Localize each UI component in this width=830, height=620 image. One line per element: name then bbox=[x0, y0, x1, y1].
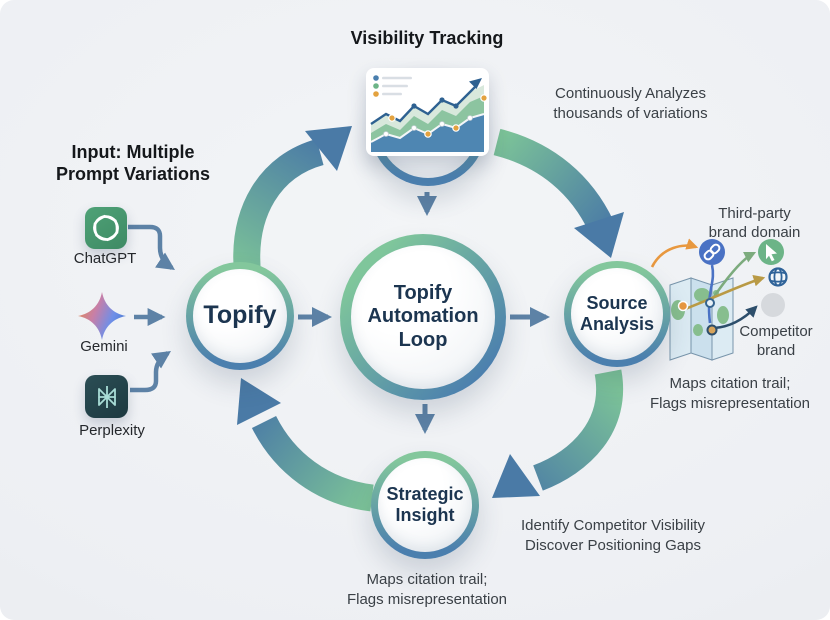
line-chart-card-icon bbox=[366, 68, 489, 156]
third-party-line2: brand domain bbox=[708, 224, 801, 241]
visibility-note: Continuously Analyzes thousands of varia… bbox=[533, 84, 728, 124]
source-label-line2: Analysis bbox=[579, 314, 655, 334]
node-automation-loop: Topify Automation Loop bbox=[340, 234, 506, 400]
cycle-arc-topify-to-visibility bbox=[233, 138, 325, 280]
globe-icon bbox=[768, 267, 788, 287]
cycle-arrowhead-visibility bbox=[305, 126, 352, 171]
trail-blue-to-map-dot bbox=[707, 264, 715, 324]
strategic-insight-note: Identify Competitor Visibility Discover … bbox=[502, 516, 724, 556]
map-dot-orange bbox=[677, 300, 689, 312]
link-icon bbox=[699, 239, 725, 265]
competitor-label: Competitor brand bbox=[722, 322, 830, 360]
input-title-line1: Input: Multiple bbox=[71, 142, 195, 162]
node-strategic-insight: Strategic Insight bbox=[371, 451, 479, 559]
cycle-arc-source-to-strategic bbox=[532, 369, 623, 491]
gemini-label: Gemini bbox=[80, 338, 128, 355]
visibility-note-line1: Continuously Analyzes bbox=[555, 85, 706, 102]
competitor-dot-icon bbox=[761, 293, 785, 317]
strategic-note-line2: Discover Positioning Gaps bbox=[525, 537, 701, 554]
topify-label: Topify bbox=[203, 301, 277, 330]
chatgpt-logo-icon bbox=[85, 207, 127, 249]
cycle-arrowhead-source bbox=[574, 212, 624, 258]
trail-navy-to-competitor bbox=[713, 305, 758, 330]
loop-label-line2: Automation bbox=[367, 305, 479, 328]
loop-label-line1: Topify bbox=[393, 281, 453, 304]
visibility-note-line2: thousands of variations bbox=[553, 105, 708, 122]
input-title: Input: Multiple Prompt Variations bbox=[38, 141, 228, 185]
trail-orange-to-link bbox=[650, 238, 699, 268]
bottom-note: Maps citation trail; Flags misrepresenta… bbox=[317, 570, 537, 610]
third-party-line1: Third-party bbox=[718, 205, 791, 222]
trail-green-to-cursor bbox=[709, 251, 757, 302]
cycle-arrowhead-strategic bbox=[492, 454, 540, 498]
cycle-arc-strategic-to-topify bbox=[251, 415, 375, 512]
strategic-label-line1: Strategic bbox=[386, 483, 464, 504]
cycle-arrowhead-topify bbox=[237, 378, 281, 425]
chatgpt-label: ChatGPT bbox=[73, 250, 137, 267]
cycle-arc-visibility-to-source bbox=[493, 128, 614, 233]
strategic-note-line1: Identify Competitor Visibility bbox=[521, 517, 705, 534]
source-analysis-note: Maps citation trail; Flags misrepresenta… bbox=[625, 374, 830, 414]
gemini-star-icon bbox=[74, 290, 130, 342]
competitor-line2: brand bbox=[756, 342, 796, 359]
loop-label-line3: Loop bbox=[398, 328, 448, 351]
map-dot-dark bbox=[706, 324, 718, 336]
bottom-note-line2: Flags misrepresentation bbox=[346, 591, 508, 608]
node-source-analysis: Source Analysis bbox=[564, 261, 670, 367]
visibility-tracking-title: Visibility Tracking bbox=[350, 28, 504, 48]
strategic-label-line2: Insight bbox=[395, 505, 455, 525]
perplexity-logo-icon bbox=[85, 375, 128, 418]
input-title-line2: Prompt Variations bbox=[55, 164, 211, 184]
node-topify: Topify bbox=[186, 262, 294, 370]
source-label-line1: Source bbox=[586, 292, 648, 313]
cursor-icon bbox=[758, 239, 784, 265]
bottom-note-line1: Maps citation trail; bbox=[366, 571, 488, 588]
arrow-chatgpt-to-topify bbox=[128, 224, 175, 270]
citation-map-icon bbox=[650, 238, 788, 361]
arrow-perplexity-to-topify bbox=[130, 351, 171, 393]
third-party-label: Third-party brand domain bbox=[692, 204, 817, 242]
trail-olive-to-globe bbox=[684, 275, 766, 311]
perplexity-label: Perplexity bbox=[79, 422, 145, 439]
source-note-line1: Maps citation trail; bbox=[669, 375, 791, 392]
map-dot-blue bbox=[705, 298, 715, 308]
competitor-line1: Competitor bbox=[739, 323, 813, 340]
source-note-line2: Flags misrepresentation bbox=[649, 395, 811, 412]
